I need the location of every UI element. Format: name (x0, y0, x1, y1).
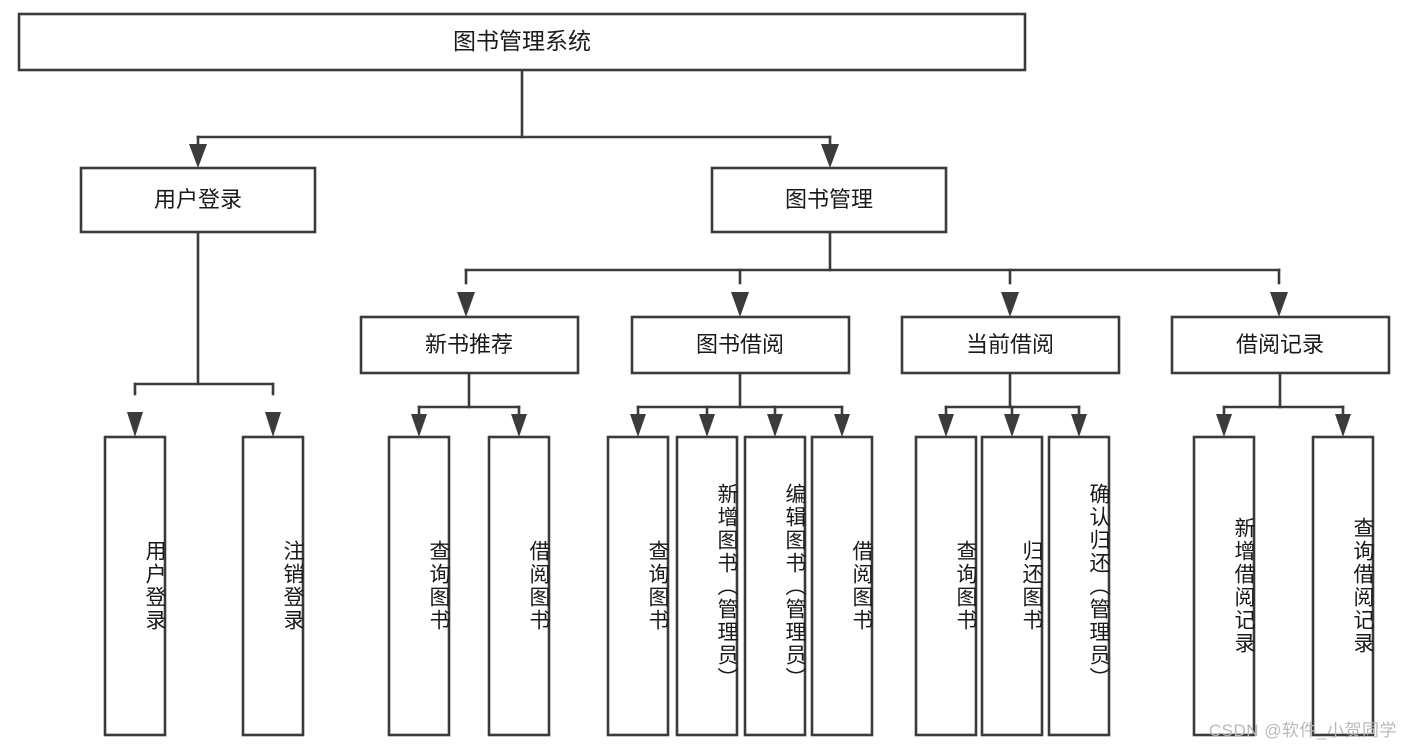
leaf-newbook-borrow-box[interactable] (487, 435, 551, 737)
node-borrow-record-label: 借阅记录 (1236, 332, 1324, 357)
node-root-system-label: 图书管理系统 (453, 28, 591, 54)
node-current-borrow[interactable]: 当前借阅 (900, 315, 1121, 375)
leaf-record-query-box[interactable] (1311, 435, 1375, 737)
csdn-watermark: CSDN @软件_小贺同学 (1208, 721, 1397, 740)
arrow-borrow-leaf-2 (699, 414, 715, 437)
node-new-book-recommend-box[interactable] (359, 315, 580, 375)
arrow-bookmgmt-to-record (1270, 292, 1288, 317)
leaf-borrow-edit-box[interactable] (743, 435, 807, 737)
leaf-current-query-box[interactable] (914, 435, 978, 737)
leaf-newbook-query-box[interactable] (387, 435, 451, 737)
node-new-book-recommend-label: 新书推荐 (425, 332, 513, 357)
arrow-current-leaf-2 (1004, 414, 1020, 437)
leaf-borrow-add-box[interactable] (675, 435, 739, 737)
node-new-book-recommend[interactable]: 新书推荐 (359, 315, 580, 375)
node-borrow-record[interactable]: 借阅记录 (1170, 315, 1391, 375)
arrow-newbook-leaf-2 (511, 414, 527, 437)
node-user-login-box[interactable] (79, 166, 317, 234)
node-book-management[interactable]: 图书管理 (710, 166, 948, 234)
arrow-bookmgmt-to-current (1001, 292, 1019, 317)
arrow-bookmgmt-to-borrow (731, 292, 749, 317)
node-borrow-record-box[interactable] (1170, 315, 1391, 375)
arrow-borrow-leaf-4 (834, 414, 850, 437)
arrow-root-to-bookmgmt (821, 144, 839, 168)
leaf-user-login-box[interactable] (103, 435, 167, 737)
arrow-root-to-login (189, 144, 207, 168)
leaf-borrow-lend-box[interactable] (810, 435, 874, 737)
arrow-record-leaf-1 (1216, 414, 1232, 437)
arrow-login-leaf-2 (265, 412, 281, 437)
leaf-current-confirm-box[interactable] (1047, 435, 1111, 737)
node-current-borrow-box[interactable] (900, 315, 1121, 375)
node-book-management-box[interactable] (710, 166, 948, 234)
arrow-borrow-leaf-3 (767, 414, 783, 437)
arrow-current-leaf-1 (938, 414, 954, 437)
node-book-borrow-box[interactable] (630, 315, 851, 375)
node-book-management-label: 图书管理 (785, 187, 873, 212)
arrow-newbook-leaf-1 (411, 414, 427, 437)
arrow-bookmgmt-to-newbook (457, 292, 475, 317)
leaf-borrow-query-box[interactable] (606, 435, 670, 737)
arrow-login-leaf-1 (127, 412, 143, 437)
leaf-logout-box[interactable] (241, 435, 305, 737)
leaf-record-add-box[interactable] (1192, 435, 1256, 737)
connectors-layer (127, 68, 1351, 437)
node-book-borrow[interactable]: 图书借阅 (630, 315, 851, 375)
node-user-login[interactable]: 用户登录 (79, 166, 317, 234)
node-current-borrow-label: 当前借阅 (966, 332, 1054, 357)
leaf-current-return-box[interactable] (980, 435, 1044, 737)
node-user-login-label: 用户登录 (154, 187, 242, 212)
node-book-borrow-label: 图书借阅 (696, 332, 784, 357)
node-root-system-box[interactable] (17, 12, 1027, 72)
arrow-record-leaf-2 (1335, 414, 1351, 437)
arrow-current-leaf-3 (1071, 414, 1087, 437)
node-root-system[interactable]: 图书管理系统 (17, 12, 1027, 72)
arrow-borrow-leaf-1 (630, 414, 646, 437)
